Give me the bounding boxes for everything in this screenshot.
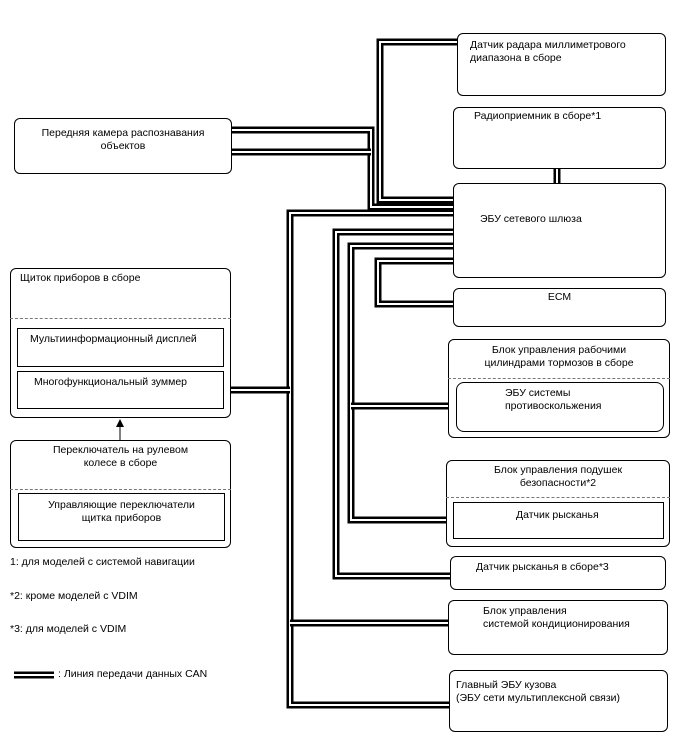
yaw-rate-sensor-label: Датчик рысканья — [516, 509, 599, 521]
radio-receiver-label: Радиоприемник в сборе*1 — [474, 110, 602, 122]
ecm-label: ECM — [547, 291, 572, 303]
mid-display-box — [17, 328, 224, 367]
buzzer-box — [17, 371, 224, 409]
radar-sensor-label: Датчик радара миллиметрового диапазона в… — [470, 39, 626, 64]
footnote-2: *2: кроме моделей с VDIM — [10, 590, 138, 602]
arrow-head-icon — [116, 419, 124, 427]
gateway-to-airbag-cable — [347, 242, 453, 524]
airbag-sensor-label: Блок управления подушек безопасности*2 — [493, 464, 623, 489]
main-body-ecu-box — [449, 670, 668, 732]
ac-amplifier-label: Блок управления системой кондиционирован… — [483, 605, 630, 630]
precrash-ecu-label: ЭБУ системы противоскольжения — [505, 387, 602, 412]
footnote-3: *3: для моделей с VDIM — [10, 623, 127, 635]
footnote-1: 1: для моделей с системой навигации — [10, 556, 195, 568]
yaw-rate-sensor-box — [453, 502, 664, 539]
ecm-box — [453, 288, 666, 327]
yaw-rate-assy-box — [450, 556, 666, 590]
buzzer-label: Многофункциональный зуммер — [34, 376, 188, 388]
network-gateway-box — [453, 183, 666, 278]
meter-control-switch-label: Управляющие переключатели щитка приборов — [48, 499, 195, 524]
yaw-rate-assy-label: Датчик рысканья в сборе*3 — [476, 561, 609, 573]
radar-to-gateway-cable — [376, 38, 457, 204]
radio-receiver-box — [453, 107, 666, 169]
combination-meter-label: Щиток приборов в сборе — [20, 272, 141, 284]
front-camera-box — [14, 118, 232, 174]
mid-display-label: Мультиинформационный дисплей — [30, 333, 197, 345]
legend-label: : Линия передачи данных CAN — [58, 668, 208, 680]
radar-sensor-box — [457, 33, 666, 96]
ac-amplifier-box — [448, 600, 668, 655]
main-body-ecu-label: Главный ЭБУ кузова (ЭБУ сети мультиплекс… — [456, 679, 621, 704]
precrash-ecu-box — [456, 382, 664, 432]
gateway-to-body-cable — [286, 209, 453, 709]
front-camera-label: Передняя камера распознавания объектов — [41, 127, 205, 152]
meter-control-switch-box — [18, 493, 225, 541]
brake-actuator-label: Блок управления рабочими цилиндрами торм… — [484, 344, 634, 369]
network-gateway-label: ЭБУ сетевого шлюза — [480, 213, 582, 225]
camera-to-gateway-cable — [232, 126, 453, 211]
gateway-to-ecm-cable — [374, 257, 453, 308]
steering-switch-label: Переключатель на рулевом колесе в сборе — [52, 444, 189, 469]
gateway-to-yaw-assy-cable — [332, 228, 453, 580]
